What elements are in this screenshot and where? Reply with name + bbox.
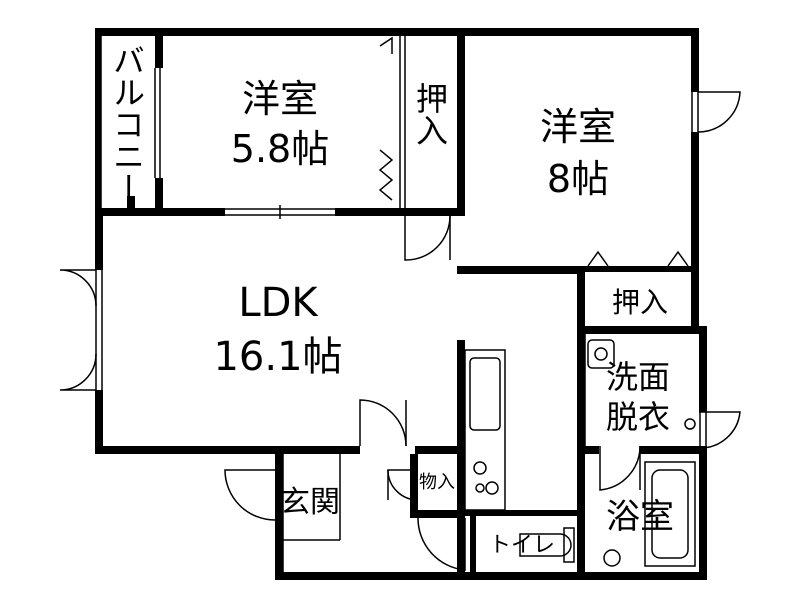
room-labels: バルコニー 洋室 5.8帖 押入 洋室 8帖 LDK 16.1帖 押入 洗面 脱… [108, 44, 674, 558]
balcony-label: バルコニー [108, 44, 146, 204]
western-room-b-size: 8帖 [547, 157, 609, 201]
storage-label: 物入 [419, 472, 455, 493]
ldk-size: 16.1帖 [213, 334, 342, 380]
washroom-label-1: 洗面 [606, 358, 670, 396]
bath-label: 浴室 [606, 497, 674, 537]
washroom-label-2: 脱衣 [606, 398, 670, 436]
balcony-details [100, 36, 161, 212]
entrance-label: 玄関 [280, 485, 340, 520]
western-room-a-size: 5.8帖 [231, 127, 329, 171]
fixtures [282, 36, 696, 572]
door-swings [59, 36, 741, 571]
western-room-a-name: 洋室 [242, 77, 318, 121]
toilet-label: トイレ [489, 533, 555, 558]
closet-a-label: 押入 [411, 82, 449, 146]
ldk-name: LDK [238, 280, 319, 326]
closet-b-label: 押入 [612, 286, 668, 319]
western-room-b-name: 洋室 [540, 105, 616, 149]
windows [95, 92, 707, 448]
